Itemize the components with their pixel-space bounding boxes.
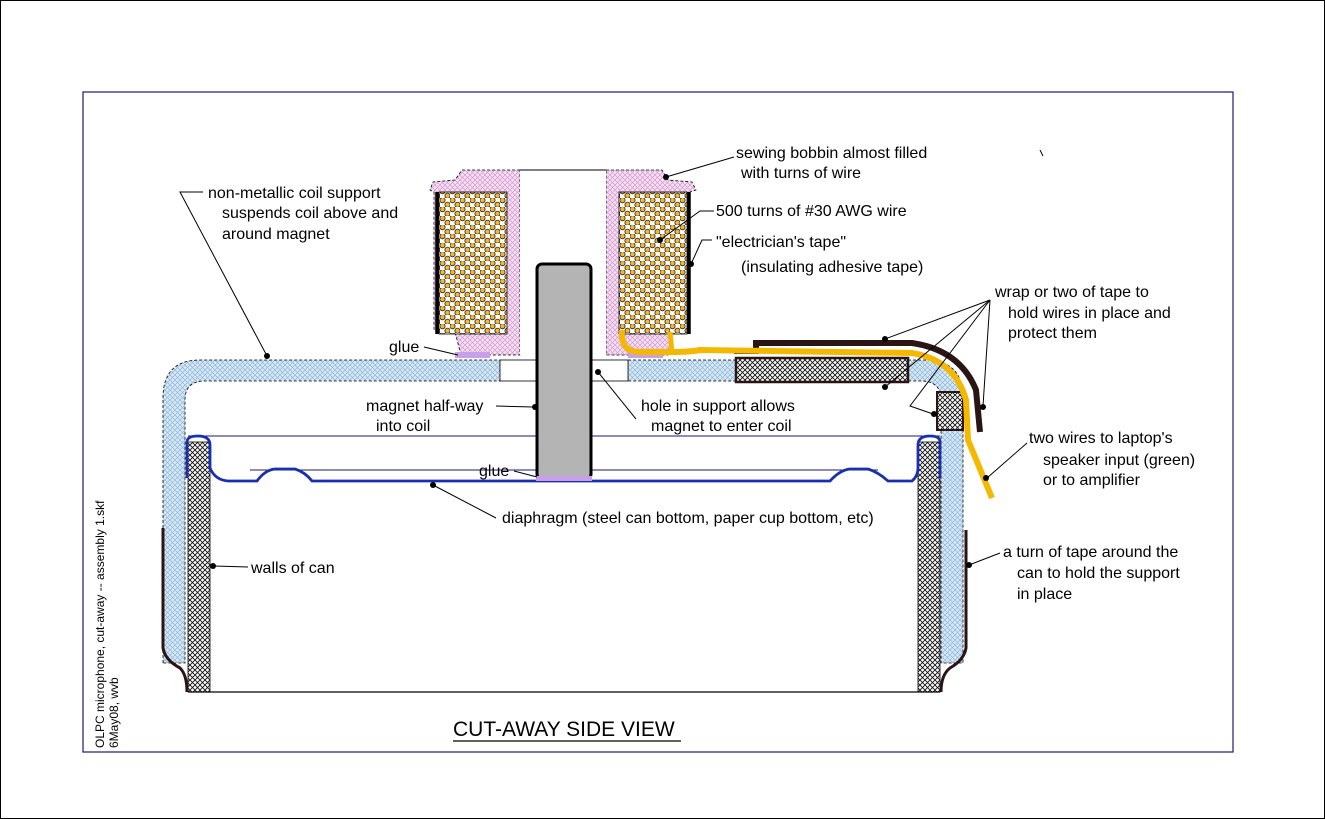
label-wires-1: two wires to laptop's bbox=[1029, 430, 1173, 447]
label-tape-2: (insulating adhesive tape) bbox=[741, 259, 923, 276]
wire-lead bbox=[667, 331, 675, 353]
wires-to-laptop bbox=[618, 329, 995, 500]
label-glue-bottom: glue bbox=[479, 463, 509, 480]
label-hole-1: hole in support allows bbox=[641, 398, 795, 415]
label-wires-2: speaker input (green) bbox=[1043, 452, 1195, 469]
side-note-line2: 6May08, wvb bbox=[107, 677, 121, 748]
label-hole-2: magnet to enter coil bbox=[651, 418, 792, 435]
diagram-title: CUT-AWAY SIDE VIEW bbox=[453, 718, 675, 741]
magnet-glue bbox=[536, 476, 592, 481]
label-magnet-2: into coil bbox=[376, 418, 430, 435]
wire-coil bbox=[438, 191, 688, 335]
label-tape-1: "electrician's tape" bbox=[716, 234, 846, 251]
can-tape bbox=[161, 528, 968, 693]
label-can-tape-1: a turn of tape around the bbox=[1003, 544, 1178, 561]
label-support-2: suspends coil above and bbox=[222, 205, 398, 222]
label-wrap-3: protect them bbox=[1008, 325, 1097, 342]
label-wires-3: or to amplifier bbox=[1043, 472, 1141, 489]
label-wrap-2: hold wires in place and bbox=[1008, 305, 1171, 322]
drawing-frame bbox=[82, 91, 1234, 753]
label-can-tape-2: can to hold the support bbox=[1017, 565, 1180, 582]
side-note: OLPC microphone, cut-away -- assembly 1.… bbox=[93, 500, 121, 748]
label-magnet-1: magnet half-way bbox=[366, 398, 483, 415]
magnet bbox=[535, 262, 593, 481]
label-bobbin-1: sewing bobbin almost filled bbox=[736, 145, 927, 162]
callout-labels: sewing bobbin almost filled with turns o… bbox=[208, 145, 1195, 603]
can-walls bbox=[187, 441, 941, 693]
label-support-3: around magnet bbox=[222, 226, 330, 243]
leader-lines bbox=[179, 149, 1044, 569]
label-walls: walls of can bbox=[250, 560, 335, 577]
label-glue-top: glue bbox=[389, 339, 419, 356]
label-can-tape-3: in place bbox=[1017, 586, 1072, 603]
label-support-1: non-metallic coil support bbox=[208, 185, 381, 202]
label-turns: 500 turns of #30 AWG wire bbox=[716, 203, 907, 220]
label-diaphragm: diaphragm (steel can bottom, paper cup b… bbox=[502, 510, 874, 527]
label-bobbin-2: with turns of wire bbox=[740, 165, 861, 182]
label-wrap-1: wrap or two of tape to bbox=[994, 284, 1149, 301]
wire-tape-wrap bbox=[734, 340, 983, 433]
side-note-line1: OLPC microphone, cut-away -- assembly 1.… bbox=[93, 500, 107, 748]
